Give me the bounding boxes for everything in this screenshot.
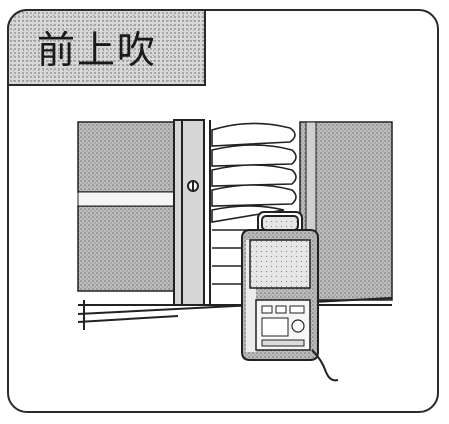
window-curtain: [211, 122, 297, 285]
window-sash: [173, 119, 211, 306]
title-tag: 前上吹: [7, 9, 206, 86]
panel-title: 前上吹: [37, 28, 158, 72]
power-cord: [311, 349, 339, 382]
window-sill: [77, 297, 393, 330]
window-left-pane: [77, 121, 175, 292]
air-conditioner-unit: [241, 211, 319, 361]
